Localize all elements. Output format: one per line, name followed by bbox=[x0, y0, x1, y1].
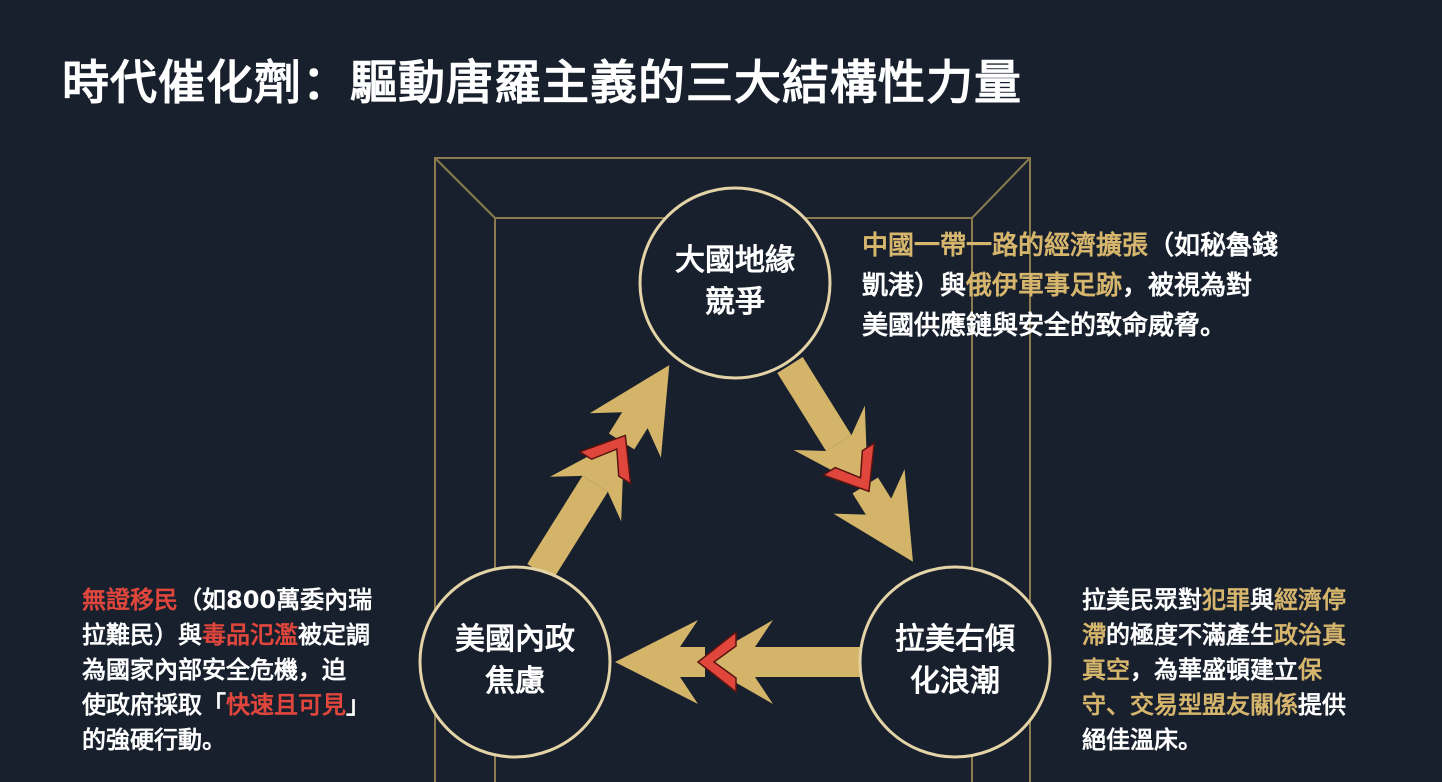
node-circles bbox=[418, 186, 1052, 759]
arrow-left-to-top bbox=[527, 365, 670, 580]
highlight-red: 無證移民 bbox=[82, 586, 178, 614]
arrow-head bbox=[589, 365, 670, 458]
highlight-gold: 中國一帶一路的經濟擴張 bbox=[862, 231, 1149, 261]
highlight-gold: 守、交易型盟友關係 bbox=[1082, 691, 1298, 719]
highlight-gold: 經濟停 bbox=[1274, 586, 1346, 614]
node-us-domestic-anxiety: 美國內政 焦慮 bbox=[420, 619, 610, 703]
node-circle-top bbox=[638, 186, 832, 380]
description-line: 拉美民眾對犯罪與經濟停 bbox=[1082, 583, 1346, 618]
arrow-top-to-right bbox=[777, 357, 913, 562]
description-line: 守、交易型盟友關係提供 bbox=[1082, 688, 1346, 723]
description-line: 為國家內部安全危機，迫 bbox=[82, 653, 372, 688]
node-label-line: 化浪潮 bbox=[910, 664, 1000, 699]
description-line: 使政府採取「快速且可見」 bbox=[82, 688, 372, 723]
text-segment: 美國供應鏈與安全的致命威脅。 bbox=[862, 311, 1227, 341]
text-segment: 」 bbox=[346, 691, 370, 719]
red-chevron-icon bbox=[578, 434, 632, 486]
arrow-head bbox=[549, 437, 625, 522]
node-label-line: 大國地緣 bbox=[675, 243, 795, 278]
highlight-gold: 政治真 bbox=[1274, 621, 1346, 649]
node-label-line: 拉美右傾 bbox=[895, 622, 1015, 657]
text-segment: 拉難民）與 bbox=[82, 621, 202, 649]
page-title: 時代催化劑：驅動唐羅主義的三大結構性力量 bbox=[62, 56, 1022, 111]
text-segment: 被定調 bbox=[298, 621, 370, 649]
text-segment: 的極度不滿產生 bbox=[1106, 621, 1274, 649]
description-line: 凱港）與俄伊軍事足跡，被視為對 bbox=[862, 266, 1278, 306]
text-segment: （如秘魯錢 bbox=[1148, 231, 1279, 261]
text-segment: 與 bbox=[1250, 586, 1274, 614]
text-segment: ，為華盛頓建立 bbox=[1130, 656, 1298, 684]
description-line: 美國供應鏈與安全的致命威脅。 bbox=[862, 306, 1278, 346]
description-domestic-anxiety: 無證移民（如800萬委內瑞拉難民）與毒品氾濫被定調為國家內部安全危機，迫使政府採… bbox=[82, 583, 372, 758]
node-latam-right-wave: 拉美右傾 化浪潮 bbox=[860, 619, 1050, 703]
description-line: 滯的極度不滿產生政治真 bbox=[1082, 618, 1346, 653]
node-circle-left bbox=[418, 565, 612, 759]
arrow-shaft bbox=[527, 475, 608, 580]
highlight-red: 毒品氾濫 bbox=[202, 621, 298, 649]
text-segment: 拉美民眾對 bbox=[1082, 586, 1202, 614]
text-segment: 使政府採取「 bbox=[82, 691, 226, 719]
highlight-gold: 俄伊軍事足跡 bbox=[966, 271, 1123, 301]
red-chevron-icon bbox=[821, 441, 876, 493]
arrow-head bbox=[615, 620, 698, 704]
node-label-line: 美國內政 bbox=[455, 622, 575, 657]
description-latam-wave: 拉美民眾對犯罪與經濟停滯的極度不滿產生政治真真空，為華盛頓建立保守、交易型盟友關… bbox=[1082, 583, 1346, 758]
description-line: 的強硬行動。 bbox=[82, 723, 372, 758]
highlight-gold: 真空 bbox=[1082, 656, 1130, 684]
text-segment: 為國家內部安全危機，迫 bbox=[82, 656, 346, 684]
arrow-head bbox=[793, 405, 868, 490]
highlight-red: 快速且可見 bbox=[226, 691, 346, 719]
description-line: 拉難民）與毒品氾濫被定調 bbox=[82, 618, 372, 653]
description-line: 中國一帶一路的經濟擴張（如秘魯錢 bbox=[862, 226, 1278, 266]
text-segment: ，被視為對 bbox=[1122, 271, 1253, 301]
text-segment: 凱港）與 bbox=[862, 271, 967, 301]
node-label-line: 焦慮 bbox=[485, 664, 545, 699]
text-segment: 提供 bbox=[1298, 691, 1346, 719]
node-circle-right bbox=[858, 565, 1052, 759]
description-line: 真空，為華盛頓建立保 bbox=[1082, 653, 1346, 688]
description-line: 無證移民（如800萬委內瑞 bbox=[82, 583, 372, 618]
description-great-power: 中國一帶一路的經濟擴張（如秘魯錢凱港）與俄伊軍事足跡，被視為對美國供應鏈與安全的… bbox=[862, 226, 1278, 346]
text-segment: 的強硬行動。 bbox=[82, 726, 226, 754]
text-segment: 絕佳溫床。 bbox=[1082, 726, 1202, 754]
highlight-gold: 保 bbox=[1298, 656, 1322, 684]
arrow-shaft bbox=[755, 647, 862, 677]
description-line: 絕佳溫床。 bbox=[1082, 723, 1346, 758]
arrow-head bbox=[833, 469, 913, 562]
text-segment: （如800萬委內瑞 bbox=[178, 586, 373, 614]
arrow-shaft bbox=[777, 357, 852, 451]
node-label-line: 競爭 bbox=[705, 285, 765, 320]
highlight-gold: 犯罪 bbox=[1202, 586, 1250, 614]
node-great-power-competition: 大國地緣 競爭 bbox=[640, 240, 830, 324]
arrow-right-to-left bbox=[615, 620, 862, 704]
highlight-gold: 滯 bbox=[1082, 621, 1106, 649]
arrow-head bbox=[700, 620, 773, 704]
red-chevron-icon bbox=[696, 630, 737, 694]
